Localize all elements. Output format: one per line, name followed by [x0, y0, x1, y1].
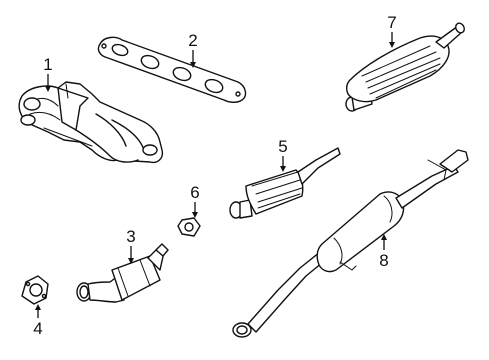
callout-5: 5	[278, 137, 288, 172]
callout-4: 4	[33, 304, 43, 338]
callout-label-3: 3	[126, 227, 135, 246]
front-converter-pipe[interactable]	[76, 243, 169, 303]
callout-8: 8	[379, 234, 389, 270]
rear-muffler[interactable]	[345, 22, 466, 112]
callout-7: 7	[387, 13, 397, 48]
callout-label-4: 4	[33, 319, 42, 338]
callout-label-2: 2	[188, 31, 197, 50]
callout-label-5: 5	[278, 137, 287, 156]
exhaust-manifold[interactable]	[18, 81, 164, 164]
callout-label-8: 8	[379, 251, 388, 270]
callout-label-6: 6	[190, 183, 199, 202]
callout-6: 6	[190, 183, 200, 218]
intermediate-muffler-pipe[interactable]	[232, 149, 469, 338]
callout-3: 3	[126, 227, 136, 264]
small-gasket[interactable]	[177, 217, 201, 237]
callout-2: 2	[188, 31, 198, 68]
flange-gasket[interactable]	[21, 275, 49, 305]
callout-label-1: 1	[43, 55, 52, 74]
manifold-gasket[interactable]	[97, 36, 247, 103]
callout-1: 1	[43, 55, 53, 92]
callout-label-7: 7	[387, 13, 396, 32]
catalytic-converter[interactable]	[229, 147, 341, 219]
